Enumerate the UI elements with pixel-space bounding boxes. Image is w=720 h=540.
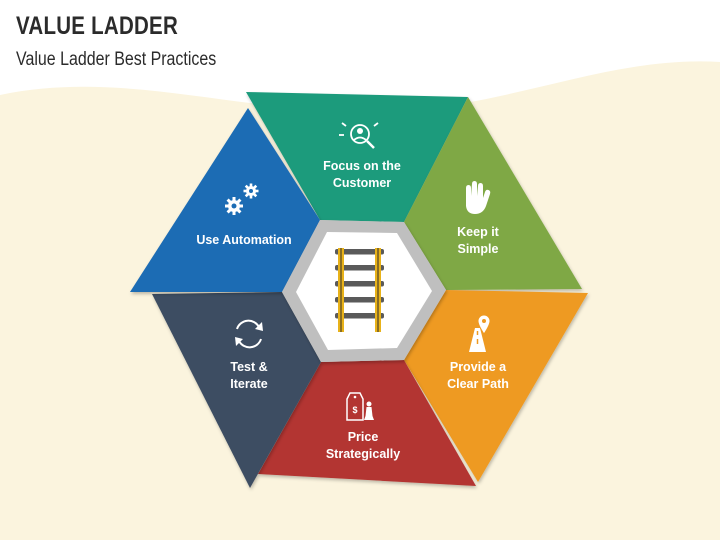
segment-label-focus-customer-2: Customer: [333, 176, 391, 190]
ladder-icon: [335, 248, 384, 332]
segment-label-clear-path-1: Provide a: [450, 360, 507, 374]
price-tag-chess-icon: $: [346, 392, 374, 421]
segment-test-iterate[interactable]: Test & Iterate: [152, 292, 321, 488]
segment-label-use-automation-1: Use Automation: [196, 233, 291, 247]
hub-center: [296, 232, 432, 350]
segment-label-price-strategically-2: Strategically: [326, 447, 400, 461]
segment-clear-path[interactable]: Provide a Clear Path: [404, 290, 588, 482]
svg-text:$: $: [352, 405, 357, 415]
segment-shape-keep-simple: [404, 97, 582, 290]
customer-search-icon: [339, 122, 379, 149]
segment-label-focus-customer-1: Focus on the: [323, 159, 401, 173]
segment-focus-customer[interactable]: Focus on the Customer: [246, 92, 468, 222]
segment-price-strategically[interactable]: $ Price Strategically: [258, 360, 476, 486]
gears-icon: [225, 183, 259, 215]
page-title: VALUE LADDER: [16, 12, 179, 40]
segment-label-price-strategically-1: Price: [348, 430, 379, 444]
cycle-arrows-icon: [235, 319, 263, 349]
road-pin-icon: [469, 314, 491, 352]
segment-shape-use-automation: [130, 108, 320, 292]
segment-label-keep-simple-1: Keep it: [457, 225, 500, 239]
hand-icon: [466, 181, 491, 214]
segment-label-keep-simple-2: Simple: [458, 242, 499, 256]
segment-shape-price-strategically: [258, 360, 476, 486]
segment-shape-test-iterate: [152, 292, 321, 488]
segment-label-test-iterate-1: Test &: [230, 360, 267, 374]
hub: [282, 220, 446, 362]
segment-shape-focus-customer: [246, 92, 468, 222]
page-subtitle: Value Ladder Best Practices: [16, 49, 217, 70]
segment-label-test-iterate-2: Iterate: [230, 377, 268, 391]
segment-shape-clear-path: [404, 290, 588, 482]
segment-keep-simple[interactable]: Keep it Simple: [404, 97, 582, 290]
segment-use-automation[interactable]: Use Automation: [130, 108, 320, 292]
segment-label-clear-path-2: Clear Path: [447, 377, 509, 391]
